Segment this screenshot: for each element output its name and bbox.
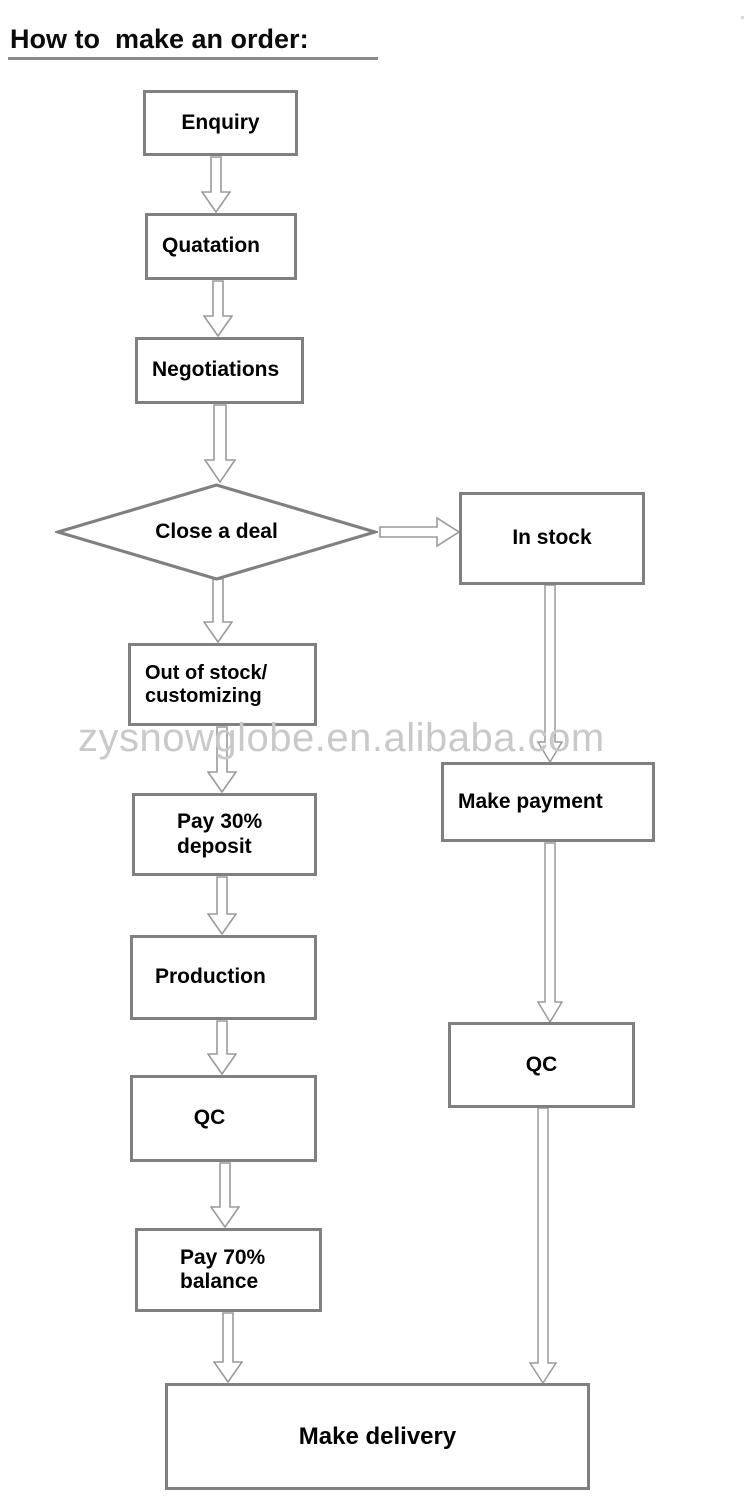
corner-speck [741,16,744,19]
arrow-close-a-deal-to-out-of-stock [203,578,233,644]
arrow-make-payment-to-qc-right [535,842,565,1024]
node-out-of-stock[interactable]: Out of stock/ customizing [128,643,317,726]
node-in-stock[interactable]: In stock [459,492,645,585]
node-make-payment[interactable]: Make payment [441,762,655,842]
arrow-enquiry-to-quatation [201,156,231,214]
arrow-pay-70-to-make-delivery [213,1312,243,1384]
node-close-a-deal[interactable]: Close a deal [55,482,378,582]
node-negotiations-label: Negotiations [152,358,280,382]
node-pay-70-label: Pay 70% balance [180,1245,266,1293]
arrow-qc-right-to-make-delivery [528,1107,558,1385]
title-underline [8,57,378,60]
node-negotiations[interactable]: Negotiations [135,337,304,404]
node-qc-right[interactable]: QC [448,1022,635,1108]
node-pay-70[interactable]: Pay 70% balance [135,1228,322,1312]
arrow-negotiations-to-close-a-deal [204,404,236,484]
node-out-of-stock-label: Out of stock/ customizing [145,661,268,707]
node-make-delivery-label: Make delivery [298,1422,457,1450]
node-quatation-label: Quatation [162,234,260,258]
node-qc-left[interactable]: QC [130,1075,317,1162]
page-title: How to make an order: [10,24,309,54]
arrow-pay-30-to-production [207,876,237,936]
arrow-in-stock-to-make-payment [535,584,565,764]
arrow-quatation-to-negotiations [203,280,233,338]
arrow-production-to-qc-left [207,1020,237,1076]
arrow-qc-left-to-pay-70 [210,1162,240,1229]
node-enquiry-label: Enquiry [181,110,260,134]
node-enquiry[interactable]: Enquiry [143,90,298,156]
arrow-close-a-deal-to-in-stock [379,516,461,548]
node-in-stock-label: In stock [512,526,592,550]
node-pay-30[interactable]: Pay 30% deposit [132,793,317,876]
arrow-out-of-stock-to-pay-30 [207,726,237,794]
node-make-payment-label: Make payment [458,789,603,813]
node-pay-30-label: Pay 30% deposit [177,810,263,858]
node-quatation[interactable]: Quatation [145,213,297,280]
node-qc-right-label: QC [525,1052,558,1076]
node-make-delivery[interactable]: Make delivery [165,1383,590,1490]
node-production-label: Production [155,965,266,989]
diamond-shape [55,483,378,581]
node-qc-left-label: QC [193,1106,226,1130]
page-title-wrap: How to make an order: [10,22,410,56]
node-close-a-deal-label: Close a deal [155,520,278,543]
node-production[interactable]: Production [130,935,317,1020]
